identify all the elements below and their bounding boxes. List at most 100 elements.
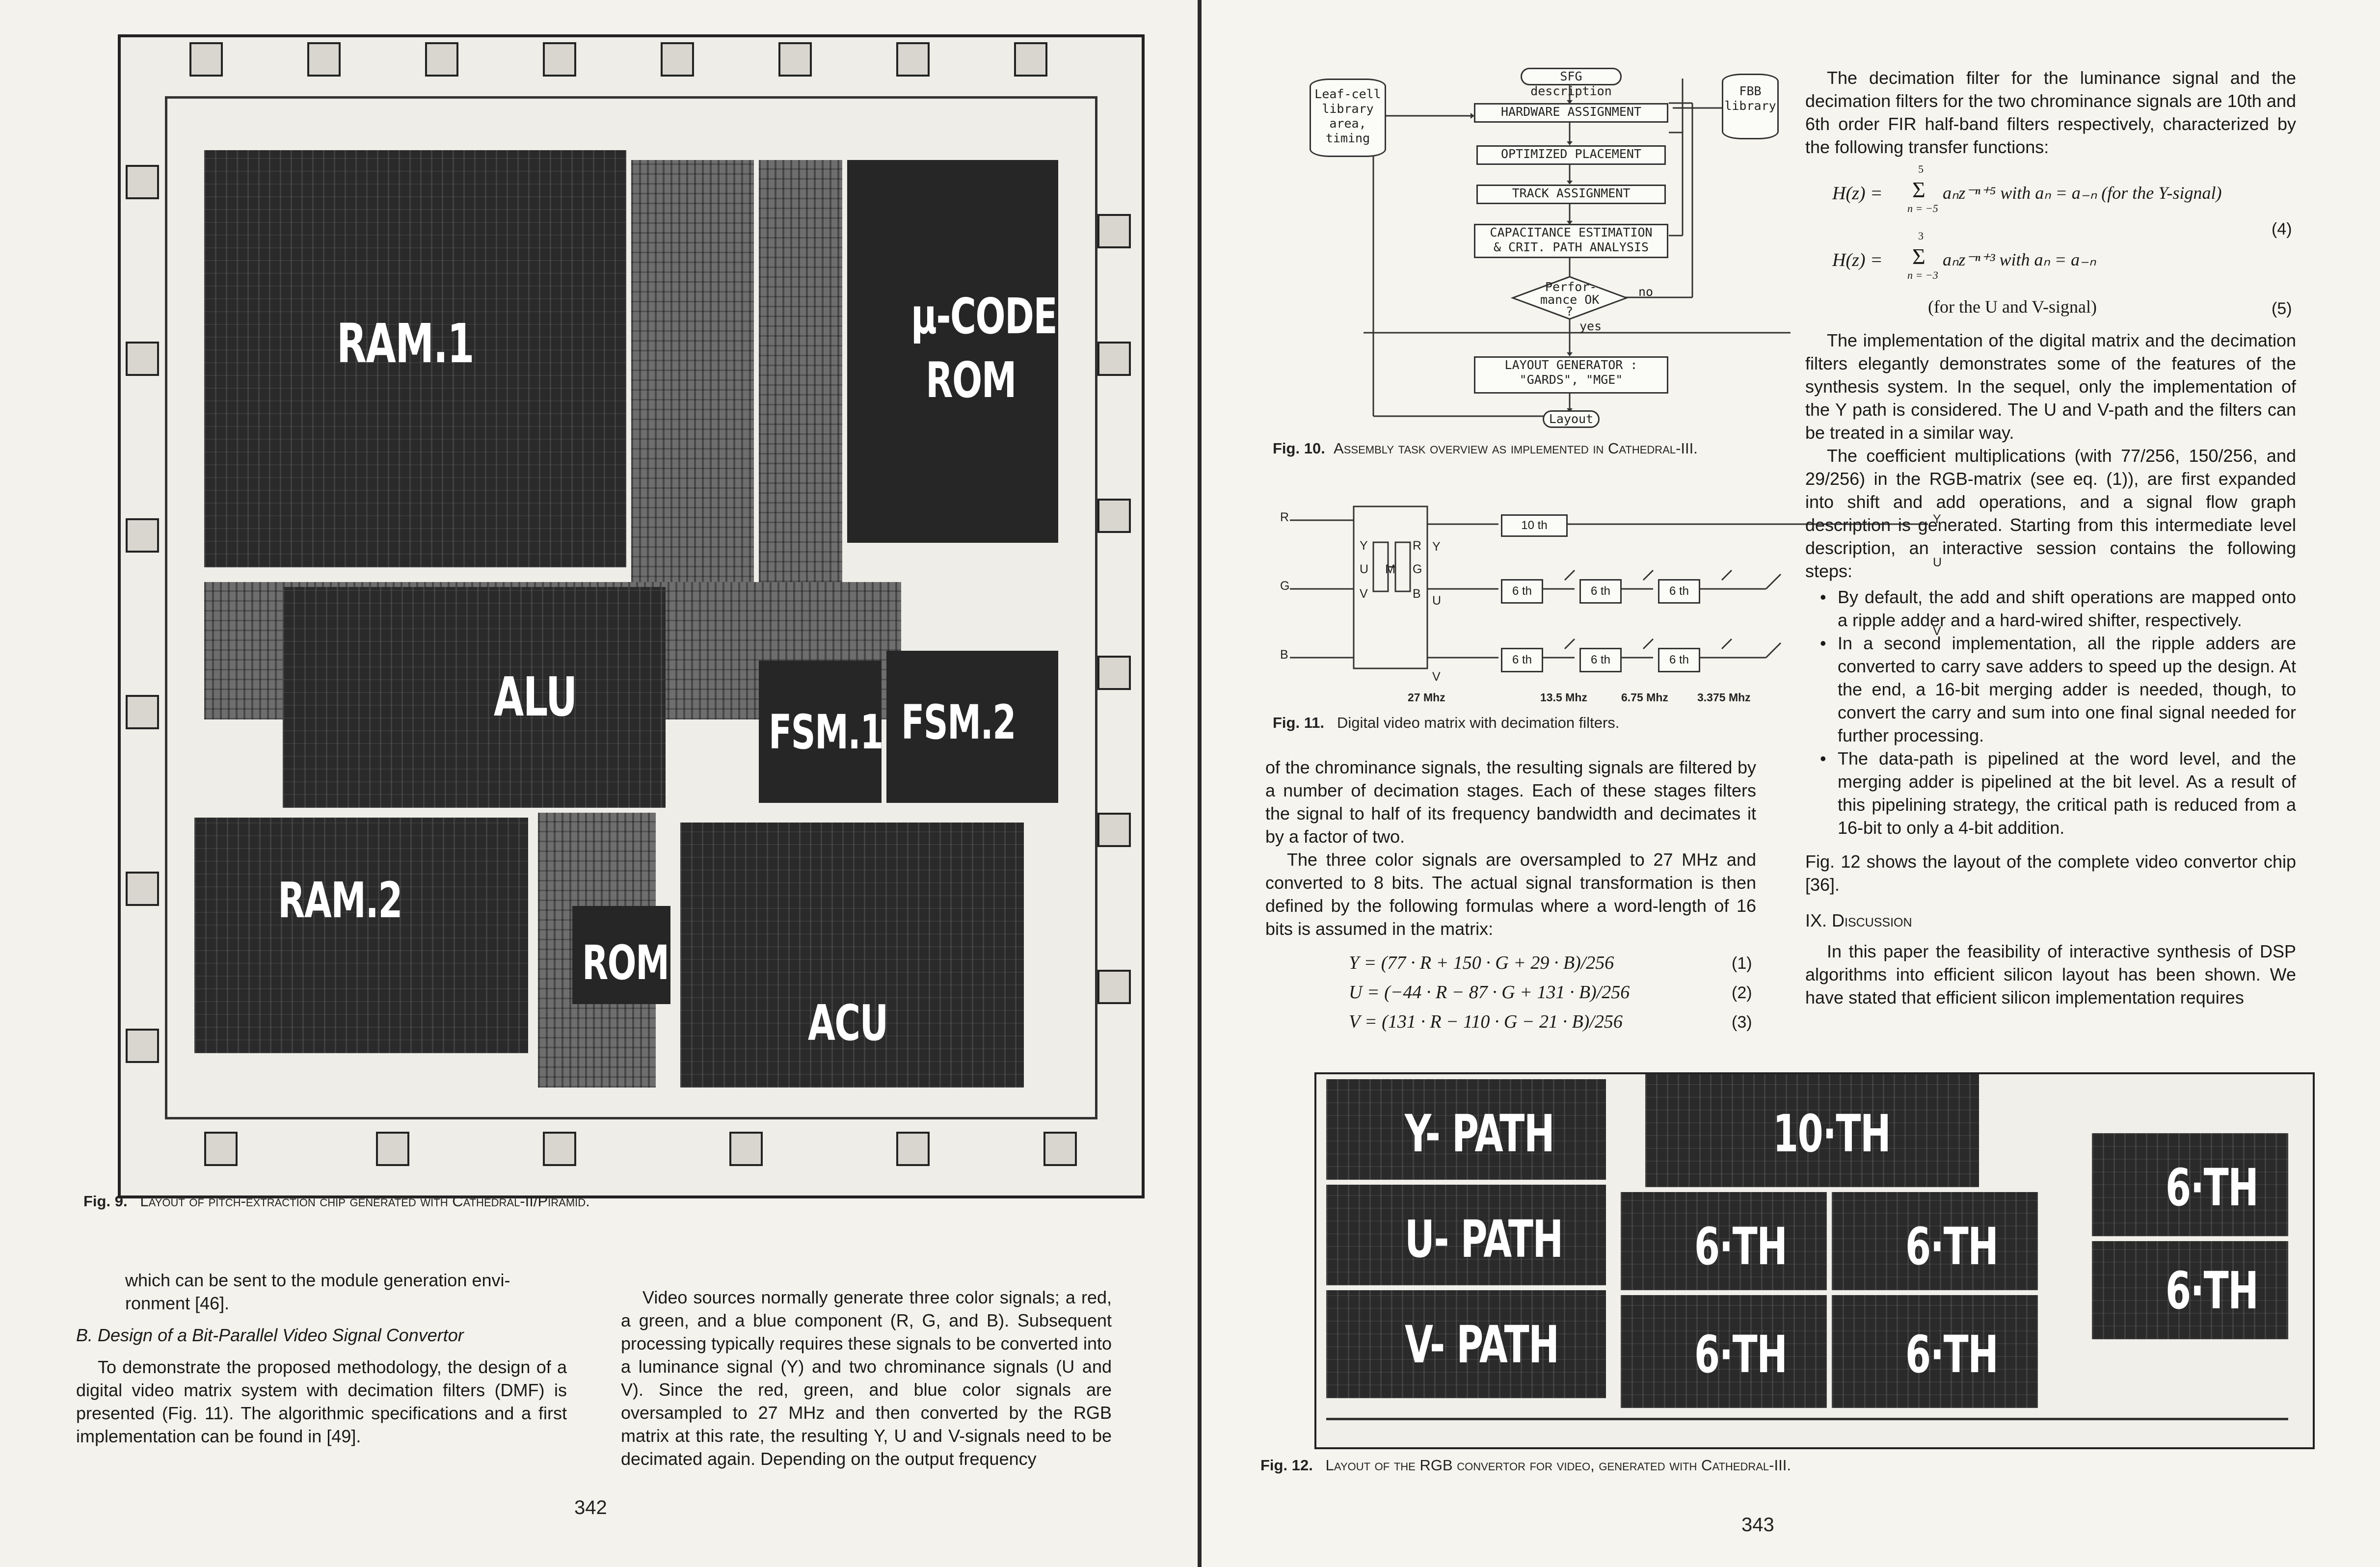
right-column-2-continued: The implementation of the digital matrix… [1805,329,2296,1009]
routing-channel [759,160,842,611]
sixth-filter-block: 6·TH [1832,1192,2038,1290]
equation-4-sum-top: 5 [1918,163,1924,175]
sixth-filter-block: 6·TH [2092,1241,2288,1339]
right-column-1: of the chrominance signals, the resultin… [1265,756,1756,940]
io-pad [729,1132,763,1166]
page-number-left: 342 [574,1497,607,1518]
upath-label: U- PATH [1405,1209,1563,1269]
io-pad [543,1132,576,1166]
ring-wire [1095,96,1097,1119]
layout-gen-line1: LAYOUT GENERATOR : [1504,358,1638,372]
flowchart-arrows [1364,79,1791,417]
fig10-caption-text: Assembly task overview as implemented in… [1334,440,1698,457]
sixth-label-e: 6·TH [2166,1158,2259,1218]
equation-4-number: (4) [2272,220,2292,239]
io-pad [778,42,812,77]
fig10-flowchart: SFG description Leaf-cell library area, … [1300,64,1938,437]
bullet-glyph: • [1820,587,1826,607]
io-pad [896,42,930,77]
io-pad [1097,656,1131,690]
sixth-filter-block: 6·TH [2092,1133,2288,1236]
equation-5-rhs: aₙz⁻ⁿ⁺³ with aₙ = a₋ₙ [1943,250,2096,269]
fig9-caption: Fig. 9. Layout of pitch-extraction chip … [83,1193,1114,1210]
equation-1: Y = (77 · R + 150 · G + 29 · B)/256 [1349,953,1614,973]
fsm2-block: FSM.2 [886,651,1058,803]
fbb-text: FBB library [1724,84,1776,113]
filter-6th-u3: 6 th [1658,579,1700,604]
io-pad [1097,342,1131,376]
matrix-wires [1290,505,1928,669]
fbb-library-node: FBB library [1722,74,1779,139]
filter-6th-u1: 6 th [1501,579,1543,604]
right-col2-paragraph3: The coefficient multiplications (with 77… [1805,446,2296,581]
fsm1-label: FSM.1 [769,705,883,760]
freq-27mhz: 27 Mhz [1408,691,1445,704]
layout-generator-node: LAYOUT GENERATOR : "GARDS", "MGE" [1474,356,1668,394]
matrix-u-label: U [1360,562,1369,576]
vpath-label: V- PATH [1405,1315,1559,1375]
fig11-caption-label: Fig. 11. [1273,714,1325,731]
hardware-assignment-node: HARDWARE ASSIGNMENT [1474,103,1668,123]
ypath-label: Y- PATH [1405,1104,1555,1164]
cap-est-line1: CAPACITANCE ESTIMATION [1490,225,1653,239]
layout-gen-line2: "GARDS", "MGE" [1519,372,1623,387]
io-pad [126,872,159,906]
matrix-g-label: G [1413,562,1422,576]
io-pad [126,342,159,376]
sixth-filter-block: 6·TH [1621,1295,1827,1408]
equation-3: V = (131 · R − 110 · G − 21 · B)/256 [1349,1011,1623,1032]
freq-6-75mhz: 6.75 Mhz [1621,691,1668,704]
io-pad [126,1029,159,1063]
fsm2-label: FSM.2 [901,695,1016,750]
equation-5-sum-bottom: n = −3 [1907,269,1938,281]
right-col1-paragraph1: of the chrominance signals, the resultin… [1265,757,1756,847]
matrix-v-label: V [1360,587,1368,601]
section-heading-ix: IX. Discussion [1805,910,1912,930]
ram1-block: RAM.1 [204,150,626,567]
no-label: no [1638,285,1654,299]
io-pad [661,42,694,77]
fig12-caption: Fig. 12. Layout of the RGB convertor for… [1260,1457,1997,1474]
filter-6th-u2: 6 th [1579,579,1622,604]
perf-line3: ? [1566,304,1574,319]
fig11-video-matrix-diagram: 10 th 6 th 6 th 6 th 6 th 6 th 6 th R G … [1275,496,1962,707]
ram2-label: RAM.2 [278,872,403,929]
mid-u-label: U [1432,594,1442,608]
io-pad [189,42,223,77]
io-pad [126,165,159,199]
equation-5-sum-top: 3 [1918,230,1924,242]
ram2-block: RAM.2 [194,818,528,1053]
input-g-label: G [1280,579,1290,593]
matrix-y-label: Y [1360,539,1368,553]
bullet-text: By default, the add and shift operations… [1838,587,2296,630]
sixth-filter-block: 6·TH [1832,1295,2038,1408]
right-col1-paragraph2: The three color signals are oversampled … [1265,850,1756,939]
fig9-caption-label: Fig. 9. [83,1193,128,1210]
filter-6th-v3: 6 th [1658,648,1700,672]
tenth-label: 10·TH [1773,1104,1891,1164]
track-assignment-node: TRACK ASSIGNMENT [1476,185,1666,204]
input-b-label: B [1280,648,1288,662]
page-number-right: 343 [1741,1514,1774,1536]
optimized-placement-node: OPTIMIZED PLACEMENT [1476,145,1666,165]
bullet-text: In a second implementation, all the ripp… [1838,633,2296,745]
io-pad [204,1132,238,1166]
yes-label: yes [1579,319,1602,333]
bullet-list: • By default, the add and shift operatio… [1805,585,2296,839]
filter-10th-y: 10 th [1501,514,1568,537]
matrix-m-label: M [1385,562,1395,576]
bullet-glyph: • [1820,748,1826,769]
io-pad [126,518,159,553]
equation-5-note: (for the U and V-signal) [1928,297,2097,317]
io-pad [896,1132,930,1166]
equation-2: U = (−44 · R − 87 · G + 131 · B)/256 [1349,982,1630,1003]
io-pad [1097,214,1131,248]
equation-4-sigma: Σ [1912,177,1925,202]
sixth-label-d: 6·TH [1905,1325,1999,1384]
left-col1-paragraph: To demonstrate the proposed methodology,… [76,1357,567,1446]
ram1-label: RAM.1 [337,312,475,375]
io-pad [1097,970,1131,1004]
sixth-label-b: 6·TH [1905,1217,1999,1276]
ring-wire [165,96,1097,99]
bus-wire [1326,1418,2288,1420]
